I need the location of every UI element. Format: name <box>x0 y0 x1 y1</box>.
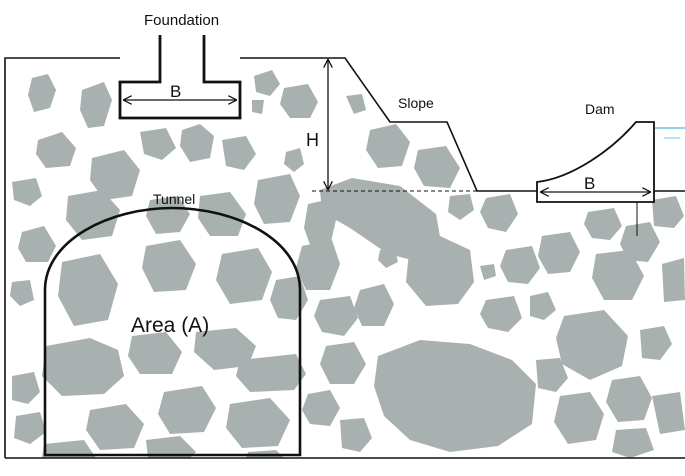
foundation: Foundation B <box>118 12 242 120</box>
rock-block <box>142 240 196 292</box>
rock-block <box>12 178 42 206</box>
rock-block <box>226 398 290 448</box>
rock-block <box>216 248 272 304</box>
rock-block <box>374 340 536 452</box>
rock-block <box>652 196 684 228</box>
dam: Dam B <box>536 101 685 236</box>
ground-outline <box>4 57 685 459</box>
rock-block <box>18 226 56 262</box>
rock-block <box>296 240 340 290</box>
dam-label: Dam <box>585 101 615 117</box>
rock-block <box>36 132 76 168</box>
foundation-outline <box>118 35 242 120</box>
rock-block <box>320 342 366 384</box>
rock-block <box>66 190 120 240</box>
rock-block <box>592 250 644 300</box>
rock-block <box>652 392 685 434</box>
rock-block <box>222 136 256 170</box>
rock-block <box>314 296 358 336</box>
tunnel: Tunnel Area (A) <box>43 191 302 457</box>
rock-block <box>14 412 46 444</box>
rock-block <box>284 148 304 172</box>
rock-blocks <box>10 70 685 458</box>
rock-block <box>140 128 176 160</box>
rock-block <box>90 150 140 200</box>
rock-block <box>480 296 522 332</box>
rock-block <box>320 178 442 262</box>
rock-block <box>12 372 40 404</box>
rock-block <box>662 258 685 302</box>
rock-block <box>302 390 340 426</box>
slope-height: H Slope <box>306 60 477 192</box>
rock-block <box>10 280 34 306</box>
foundation-label: Foundation <box>144 12 219 29</box>
rock-block <box>254 174 300 224</box>
rock-block <box>194 328 256 370</box>
rock-block <box>538 232 580 274</box>
height-label: H <box>306 130 319 150</box>
rock-block <box>146 196 190 234</box>
rock-block <box>42 440 96 458</box>
rock-block <box>28 74 56 112</box>
rock-block <box>158 386 216 434</box>
rock-block <box>640 326 672 360</box>
rock-block <box>128 332 182 374</box>
dam-width-label: B <box>584 174 595 193</box>
rock-block <box>612 428 654 458</box>
rock-block <box>280 84 318 118</box>
slope-label: Slope <box>398 95 434 111</box>
dam-outline <box>536 121 655 203</box>
rock-block <box>236 354 306 392</box>
rock-block <box>254 70 280 96</box>
rock-block <box>80 82 112 128</box>
rock-block <box>346 94 366 114</box>
rock-block <box>556 310 628 380</box>
rock-block <box>448 194 474 220</box>
rock-block <box>340 418 372 452</box>
rock-block <box>354 284 394 326</box>
tunnel-area-label: Area (A) <box>131 314 209 337</box>
rock-block <box>146 436 196 458</box>
rock-block <box>86 404 144 450</box>
rock-block <box>366 124 410 168</box>
foundation-width-label: B <box>170 82 181 101</box>
rock-block <box>584 208 622 240</box>
tunnel-outline <box>43 206 302 457</box>
rock-block <box>180 124 214 162</box>
rock-block <box>252 100 264 114</box>
rock-block <box>500 246 540 284</box>
rock-block <box>530 292 556 320</box>
rock-block <box>480 194 518 232</box>
rock-block <box>536 358 568 392</box>
tunnel-label: Tunnel <box>153 191 195 207</box>
rock-block <box>58 254 118 326</box>
rock-block <box>378 246 398 268</box>
rock-block <box>414 146 460 188</box>
rock-block <box>554 392 604 444</box>
rock-block <box>606 376 652 422</box>
rock-block <box>42 338 124 396</box>
rock-block <box>406 236 474 306</box>
rock-block <box>270 276 308 320</box>
rock-block <box>304 200 336 250</box>
rock-block <box>480 264 496 280</box>
